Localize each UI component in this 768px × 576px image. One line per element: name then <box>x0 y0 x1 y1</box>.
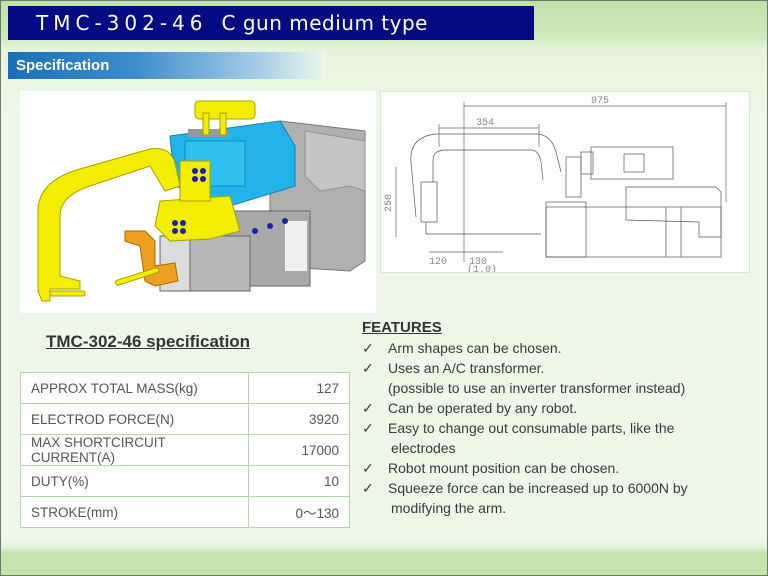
spec-label: STROKE(mm) <box>20 496 249 528</box>
list-item: ✓ Squeeze force can be increased up to 6… <box>362 478 742 518</box>
dimension-drawing: 975 354 250 120 130 (1.0) <box>380 91 750 276</box>
feature-text: Squeeze force can be increased up to 600… <box>388 480 688 496</box>
features-title: FEATURES <box>362 319 442 336</box>
feature-text: Robot mount position can be chosen. <box>388 460 620 476</box>
title-text: C gun medium type <box>221 11 428 35</box>
check-icon: ✓ <box>362 340 374 356</box>
spec-label: APPROX TOTAL MASS(kg) <box>20 372 249 404</box>
svg-text:354: 354 <box>476 118 494 129</box>
spec-value: 127 <box>248 372 350 404</box>
table-row: APPROX TOTAL MASS(kg) 127 <box>20 372 350 404</box>
spec-value: 3920 <box>248 403 350 435</box>
spec-label: DUTY(%) <box>20 465 249 497</box>
check-icon: ✓ <box>362 400 374 416</box>
spec-title: TMC-302-46 specification <box>46 332 251 351</box>
feature-continuation: electrodes <box>391 440 456 456</box>
model-code: TMC-302-46 <box>36 11 208 35</box>
feature-continuation: modifying the arm. <box>391 500 507 516</box>
list-item: ✓ Uses an A/C transformer. (possible to … <box>362 358 742 398</box>
check-icon: ✓ <box>362 420 374 436</box>
feature-text: Uses an A/C transformer. <box>388 360 545 376</box>
table-row: ELECTROD FORCE(N) 3920 <box>20 403 350 435</box>
features-section: FEATURES ✓ Arm shapes can be chosen. ✓ U… <box>362 318 742 518</box>
svg-text:120: 120 <box>429 257 447 268</box>
spec-label: ELECTROD FORCE(N) <box>20 403 249 435</box>
gun-3d-render <box>20 91 376 313</box>
table-row: DUTY(%) 10 <box>20 465 350 497</box>
feature-text: Arm shapes can be chosen. <box>388 340 562 356</box>
section-header: Specification <box>8 52 326 79</box>
spec-label: MAX SHORTCIRCUIT CURRENT(A) <box>20 434 249 466</box>
features-list: ✓ Arm shapes can be chosen. ✓ Uses an A/… <box>362 338 742 518</box>
check-icon: ✓ <box>362 360 374 376</box>
list-item: ✓ Can be operated by any robot. <box>362 398 742 418</box>
spec-value: 10 <box>248 465 350 497</box>
list-item: ✓ Arm shapes can be chosen. <box>362 338 742 358</box>
svg-text:(1.0): (1.0) <box>467 264 497 272</box>
list-item: ✓ Easy to change out consumable parts, l… <box>362 418 742 458</box>
spec-table: APPROX TOTAL MASS(kg) 127 ELECTROD FORCE… <box>20 372 350 528</box>
spec-value: 0〜130 <box>248 496 350 528</box>
svg-text:130: 130 <box>469 257 487 268</box>
table-row: MAX SHORTCIRCUIT CURRENT(A) 17000 <box>20 434 350 466</box>
table-row: STROKE(mm) 0〜130 <box>20 496 350 528</box>
spec-value: 17000 <box>248 434 350 466</box>
check-icon: ✓ <box>362 460 374 476</box>
feature-text: Can be operated by any robot. <box>388 400 578 416</box>
check-icon: ✓ <box>362 480 374 496</box>
feature-text: Easy to change out consumable parts, lik… <box>388 420 675 436</box>
svg-text:250: 250 <box>384 194 395 212</box>
dim-975: 975 <box>591 96 609 107</box>
list-item: ✓ Robot mount position can be chosen. <box>362 458 742 478</box>
feature-continuation: (possible to use an inverter transformer… <box>388 380 686 396</box>
page-title: TMC-302-46 C gun medium type <box>8 6 534 40</box>
